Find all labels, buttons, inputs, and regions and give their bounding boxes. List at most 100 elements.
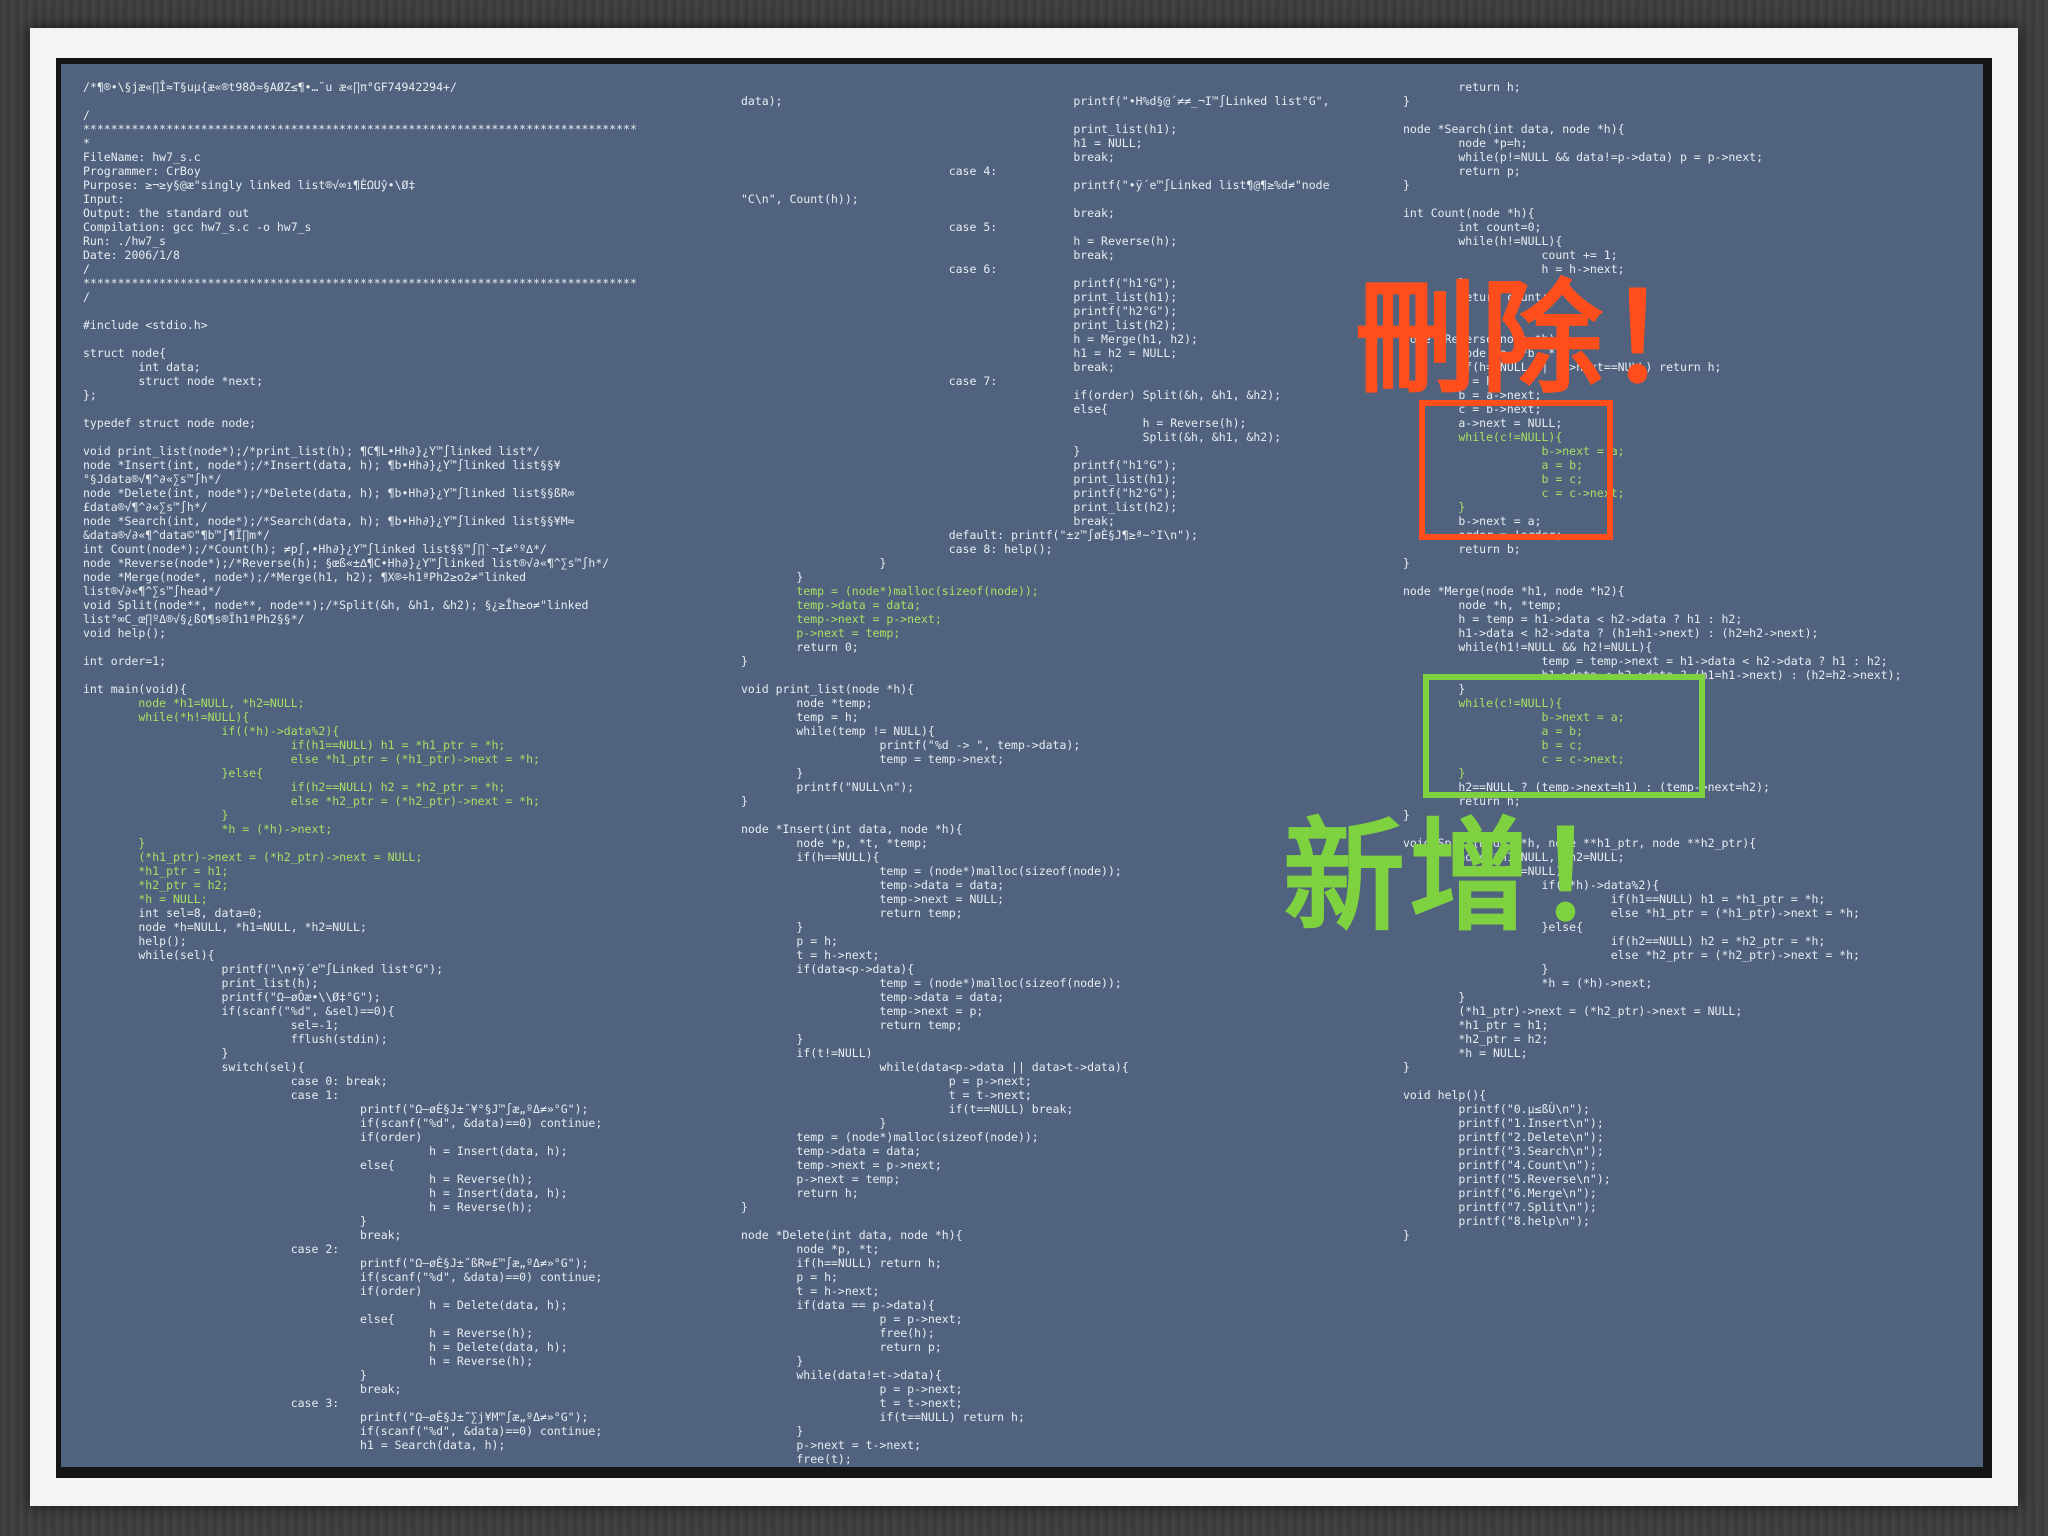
code-line: #include <stdio.h> xyxy=(83,318,208,332)
code-line: else{ xyxy=(83,1158,395,1172)
code-line: while(h1!=NULL && h2!=NULL){ xyxy=(1403,640,1653,654)
code-line: } xyxy=(741,920,804,934)
code-line: } xyxy=(1403,682,1466,696)
code-column-3: return h;}node *Search(int data, node *h… xyxy=(1403,80,1902,1242)
code-line: *h = (*h)->next; xyxy=(83,822,333,836)
code-line: if(data == p->data){ xyxy=(741,1298,935,1312)
code-line xyxy=(83,332,637,346)
code-line: if(order) Split(&h, &h1, &h2); xyxy=(741,388,1282,402)
code-column-1: /*¶®•\§jæ«∏Î≈T§uµ{æ«®t98ð≈§AØZ≤¶•…˘u æ«∏… xyxy=(83,80,637,1452)
code-line: typedef struct node node; xyxy=(83,416,257,430)
code-line: temp = (node*)malloc(sizeof(node)); xyxy=(741,864,1122,878)
code-line: h = Reverse(h); xyxy=(83,1354,534,1368)
code-line: c = c->next; xyxy=(1403,752,1625,766)
code-line xyxy=(741,808,1330,822)
code-line: t = t->next; xyxy=(741,1396,963,1410)
code-line: } xyxy=(1403,808,1410,822)
code-line: else *h1_ptr = (*h1_ptr)->next = *h; xyxy=(83,752,540,766)
code-line: while(p!=NULL && data!=p->data) p = p->n… xyxy=(1403,150,1764,164)
code-line: while(*h!=NULL){ xyxy=(1403,864,1570,878)
code-line: p = h; xyxy=(741,1270,838,1284)
code-line: printf("NULL\n"); xyxy=(741,780,915,794)
code-line: break; xyxy=(741,206,1115,220)
code-line: temp = temp->next; xyxy=(741,752,1005,766)
code-line xyxy=(741,108,1330,122)
code-line: t = t->next; xyxy=(741,1088,1032,1102)
code-line: b->next = a; xyxy=(1403,710,1625,724)
code-line xyxy=(1403,1074,1902,1088)
code-line: *h1_ptr = h1; xyxy=(83,864,229,878)
code-line: h = Insert(data, h); xyxy=(83,1144,568,1158)
code-line: case 6: xyxy=(741,262,998,276)
code-line: p = p->next; xyxy=(741,1382,963,1396)
code-line: else *h1_ptr = (*h1_ptr)->next = *h; xyxy=(1403,906,1860,920)
code-line: while(temp != NULL){ xyxy=(741,724,935,738)
code-line: free(t); xyxy=(741,1452,852,1466)
code-line: if(scanf("%d", &sel)==0){ xyxy=(83,1004,395,1018)
code-line: } xyxy=(1403,94,1410,108)
code-line: *h1_ptr = h1; xyxy=(1403,1018,1549,1032)
code-line xyxy=(83,430,637,444)
code-line: break; xyxy=(83,1228,402,1242)
code-line: temp = (node*)malloc(sizeof(node)); xyxy=(741,1130,1039,1144)
code-line: } xyxy=(741,556,887,570)
code-line: break; xyxy=(741,248,1115,262)
add-highlight-box xyxy=(1423,674,1705,798)
code-line: temp->next = p->next; xyxy=(741,612,942,626)
code-line: Output: the standard out xyxy=(83,206,250,220)
code-line: printf("%d -> ", temp->data); xyxy=(741,738,1081,752)
code-line: temp = (node*)malloc(sizeof(node)); xyxy=(741,976,1122,990)
code-line: case 3: xyxy=(83,1396,340,1410)
code-line: int count=0; xyxy=(1403,220,1542,234)
code-line: *h = NULL; xyxy=(83,892,208,906)
code-line xyxy=(83,402,637,416)
code-line: return 0; xyxy=(741,640,859,654)
code-line: case 0: break; xyxy=(83,1074,388,1088)
code-line: } xyxy=(741,1354,804,1368)
code-line: default: printf("±z™∫øÈ§J¶≥ª~°I\n"); xyxy=(741,528,1198,542)
code-line: printf("6.Merge\n"); xyxy=(1403,1186,1597,1200)
add-label: 新增！ xyxy=(1283,806,1661,948)
code-line: int main(void){ xyxy=(83,682,187,696)
code-line: } xyxy=(83,1214,367,1228)
code-line: node *Reverse(node *h){ xyxy=(1403,332,1563,346)
code-line: printf("Ω–øÈ§J±˝∑j¥M™∫æ„ºΔ≠»°G"); xyxy=(83,1410,589,1424)
code-line: void print_list(node*);/*print_list(h); … xyxy=(83,444,540,458)
code-line: int order=1; xyxy=(83,654,167,668)
code-line: case 4: xyxy=(741,164,998,178)
code-line: node *Insert(int, node*);/*Insert(data, … xyxy=(83,458,561,472)
code-line: b = a->next; xyxy=(1403,388,1542,402)
code-line: printf("1.Insert\n"); xyxy=(1403,1116,1604,1130)
code-line: printf("\n•ÿ´e™∫Linked list°G"); xyxy=(83,962,444,976)
code-line: printf("h1°G"); xyxy=(741,276,1178,290)
code-line: count += 1; xyxy=(1403,248,1618,262)
code-line: b->next = a; xyxy=(1403,514,1542,528)
code-line: int data; xyxy=(83,360,201,374)
code-line: } xyxy=(1403,1060,1410,1074)
code-line: return h; xyxy=(741,1186,859,1200)
code-line: £data®√¶^∂«∑s™∫h*/ xyxy=(83,500,208,514)
code-panel: /*¶®•\§jæ«∏Î≈T§uµ{æ«®t98ð≈§AØZ≤¶•…˘u æ«∏… xyxy=(56,58,1992,1478)
code-line: } xyxy=(1403,500,1466,514)
code-line: h = h->next; xyxy=(1403,262,1625,276)
code-line: temp = (node*)malloc(sizeof(node)); xyxy=(741,584,1039,598)
code-line: p->next = temp; xyxy=(741,1172,901,1186)
code-line: node *Insert(int data, node *h){ xyxy=(741,822,963,836)
code-line: temp = h; xyxy=(741,710,859,724)
code-line: h = temp = h1->data < h2->data ? h1 : h2… xyxy=(1403,612,1743,626)
code-line: /*¶®•\§jæ«∏Î≈T§uµ{æ«®t98ð≈§AØZ≤¶•…˘u æ«∏… xyxy=(83,80,457,94)
code-line: } xyxy=(83,808,229,822)
code-line: *h = NULL; xyxy=(1403,1046,1528,1060)
code-line: list®√∂«¶^∑s™∫head*/ xyxy=(83,584,222,598)
code-line: t = h->next; xyxy=(741,948,880,962)
code-line: / xyxy=(83,290,90,304)
code-column-2: data); printf("•H%d§@´≠≠_¬I™∫Linked list… xyxy=(741,94,1330,1466)
code-line: while(h!=NULL){ xyxy=(1403,234,1563,248)
code-line: node *Search(int, node*);/*Search(data, … xyxy=(83,514,575,528)
code-line: node *Merge(node *h1, node *h2){ xyxy=(1403,584,1625,598)
code-line: if(h2==NULL) h2 = *h2_ptr = *h; xyxy=(83,780,506,794)
code-line: / xyxy=(83,262,90,276)
code-line: } xyxy=(741,654,748,668)
code-line: if(h2==NULL) h2 = *h2_ptr = *h; xyxy=(1403,934,1826,948)
code-line: temp = temp->next = h1->data < h2->data … xyxy=(1403,654,1888,668)
